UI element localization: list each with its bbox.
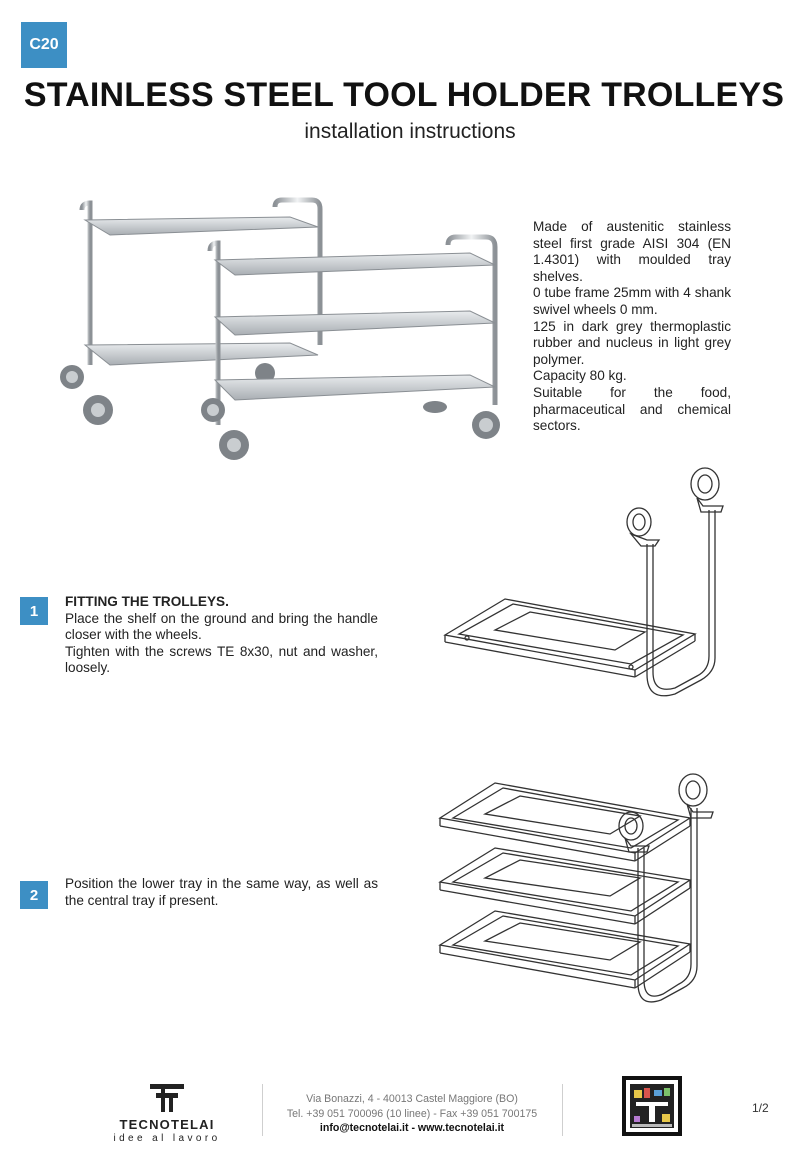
step-1-badge: 1 [20,597,48,625]
logo-mark-icon [150,1084,184,1112]
description-line: Capacity 80 kg. [533,368,627,384]
footer-divider [262,1084,263,1136]
web-contact-link[interactable]: info@tecnotelai.it - www.tecnotelai.it [319,1122,505,1134]
step-1-line: Tighten with the screws TE 8x30, nut and… [65,643,378,676]
footer-divider [562,1084,563,1136]
step-2-line: Position the lower tray in the same way,… [65,876,378,908]
page-number: 1/2 [752,1101,769,1115]
description-line: 0 tube frame 25mm with 4 shank swivel wh… [533,285,731,317]
company-logo: TECNOTELAI idee al lavoro [104,1084,230,1144]
product-code-badge: C20 [21,22,67,68]
step-1-instructions: FITTING THE TROLLEYS. Place the shelf on… [65,594,378,677]
description-line: Suitable for the food, pharmaceutical an… [533,384,731,434]
step-1-line: Place the shelf on the ground and bring … [65,610,378,643]
step-2-diagram [438,773,714,1003]
brand-tagline: idee al lavoro [113,1133,221,1144]
trolleys-product-image [60,197,500,460]
step-2-badge: 2 [20,881,48,909]
description-line: 125 in dark grey thermoplastic rubber an… [533,318,731,367]
step-2-instructions: Position the lower tray in the same way,… [65,876,378,909]
product-description: Made of austenitic stainless steel first… [533,219,731,435]
phone-text: Tel. +39 051 700096 (10 linee) - Fax +39… [286,1107,538,1120]
contact-info: Via Bonazzi, 4 - 40013 Castel Maggiore (… [262,1092,562,1136]
address-text: Via Bonazzi, 4 - 40013 Castel Maggiore (… [306,1093,518,1105]
step-1-diagram [443,467,724,697]
step-1-title: FITTING THE TROLLEYS. [65,594,229,609]
page-title: STAINLESS STEEL TOOL HOLDER TROLLEYS [23,76,785,114]
brand-name: TECNOTELAI [119,1117,215,1132]
certification-seal-icon [622,1076,682,1136]
page-subtitle: installation instructions [304,120,516,143]
description-line: Made of austenitic stainless steel first… [533,219,731,284]
